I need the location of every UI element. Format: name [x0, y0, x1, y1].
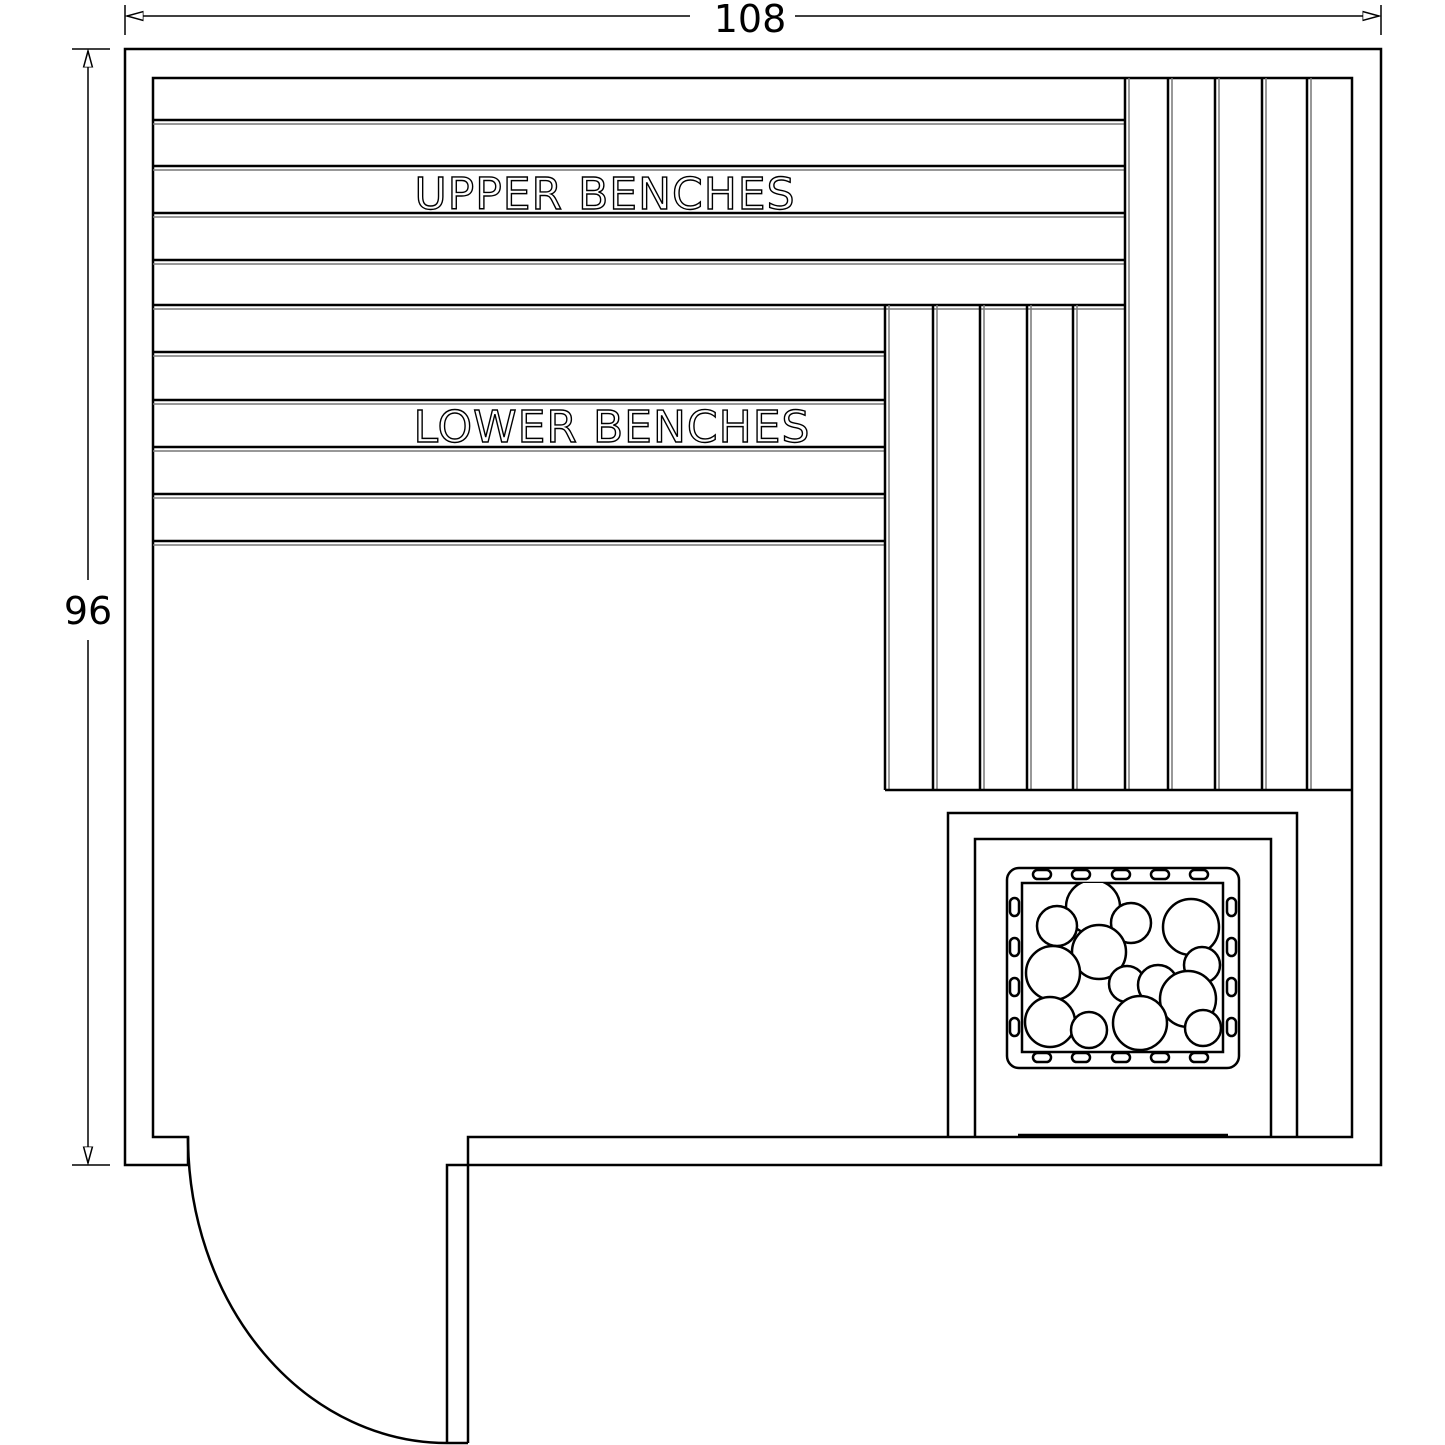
walls — [123, 47, 1383, 1445]
upper-bench-corner-slats — [1123, 78, 1312, 790]
upper-bench-slats — [153, 118, 1125, 310]
vent — [1149, 1051, 1171, 1064]
vent — [1225, 936, 1238, 958]
vent — [1110, 868, 1132, 881]
stone — [1183, 1008, 1223, 1048]
heater-stones-icon — [1023, 883, 1223, 1052]
stone — [1069, 1010, 1109, 1050]
depth-label: 96 — [64, 589, 112, 633]
stone — [1070, 923, 1128, 981]
vent — [1225, 1016, 1238, 1038]
stone — [1111, 994, 1169, 1052]
vent — [1110, 1051, 1132, 1064]
stone — [1161, 897, 1221, 957]
vent — [1070, 868, 1092, 881]
stone — [1023, 995, 1077, 1049]
lower-bench-corner-slats — [883, 305, 1078, 790]
vent — [1225, 976, 1238, 998]
vent — [1149, 868, 1171, 881]
stone — [1024, 944, 1082, 1002]
stone — [1035, 904, 1079, 948]
width-label: 108 — [714, 0, 787, 41]
vent — [1008, 976, 1021, 998]
heater — [946, 811, 1299, 1137]
vent — [1008, 1016, 1021, 1038]
vent — [1008, 896, 1021, 918]
depth-dimension: 96 — [64, 48, 112, 1166]
upper-benches-label: UPPER BENCHES — [414, 169, 795, 220]
vent — [1008, 936, 1021, 958]
stone — [1109, 901, 1153, 945]
vent — [1031, 1051, 1053, 1064]
vent — [1031, 868, 1053, 881]
door-swing-arc — [186, 1136, 448, 1445]
vent — [1070, 1051, 1092, 1064]
vent — [1188, 868, 1210, 881]
lower-bench-slats — [153, 350, 885, 546]
width-dimension: 108 — [124, 0, 1382, 41]
vent — [1188, 1051, 1210, 1064]
heater-vents — [1008, 868, 1238, 1064]
vent — [1225, 896, 1238, 918]
lower-benches-label: LOWER BENCHES — [414, 402, 811, 453]
